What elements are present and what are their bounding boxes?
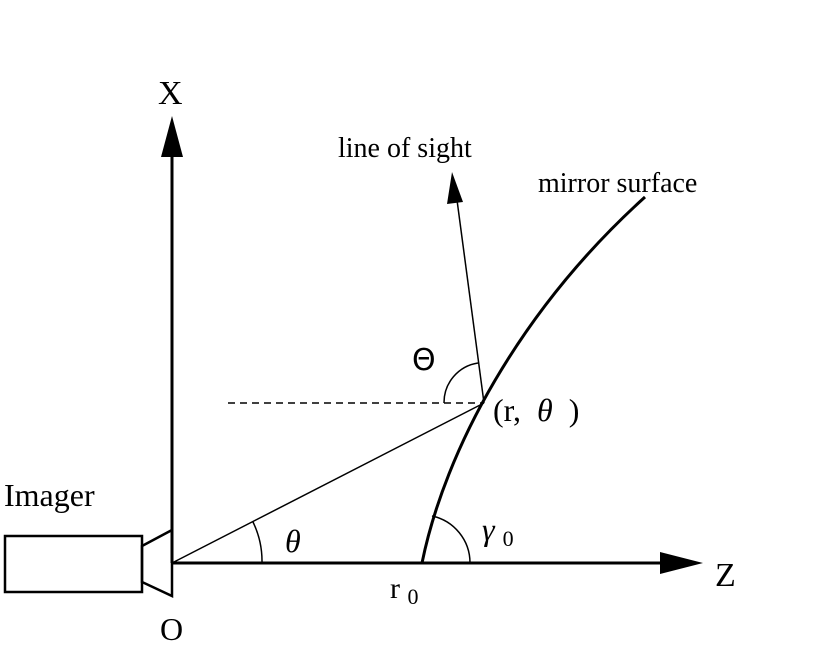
z-axis-label: Z [715,557,736,594]
big-theta-label: Θ [412,343,436,378]
x-axis-label: X [158,75,183,112]
theta-angle-arc [252,521,263,564]
mirror-surface-label: mirror surface [538,168,697,199]
origin-label: O [160,611,183,647]
mirror-surface-curve [420,195,647,564]
z-axis-arrowhead [660,552,703,574]
big-theta-angle-arc [443,362,479,404]
line-of-sight-label: line of sight [338,133,472,164]
point-label: (r, θ ) [493,392,579,428]
r0-subscript: 0 [408,584,419,609]
ray-to-point [171,402,485,564]
r0-symbol: r [390,572,400,605]
imager-label: Imager [4,477,95,513]
x-axis-arrowhead [161,116,183,157]
line-of-sight-line [456,199,485,404]
point-label-theta: θ [537,392,553,428]
line-of-sight-arrowhead [447,172,463,204]
gamma-label: γ 0 [482,511,514,551]
theta-label: θ [285,523,301,559]
gamma-subscript: 0 [503,526,514,551]
imager-lens [140,527,174,598]
point-label-open: (r, [493,392,521,428]
gamma-angle-arc [431,515,471,564]
imager-body [3,534,144,594]
r0-label: r 0 [390,572,419,609]
point-label-close: ) [569,392,580,428]
gamma-symbol: γ [482,511,496,547]
